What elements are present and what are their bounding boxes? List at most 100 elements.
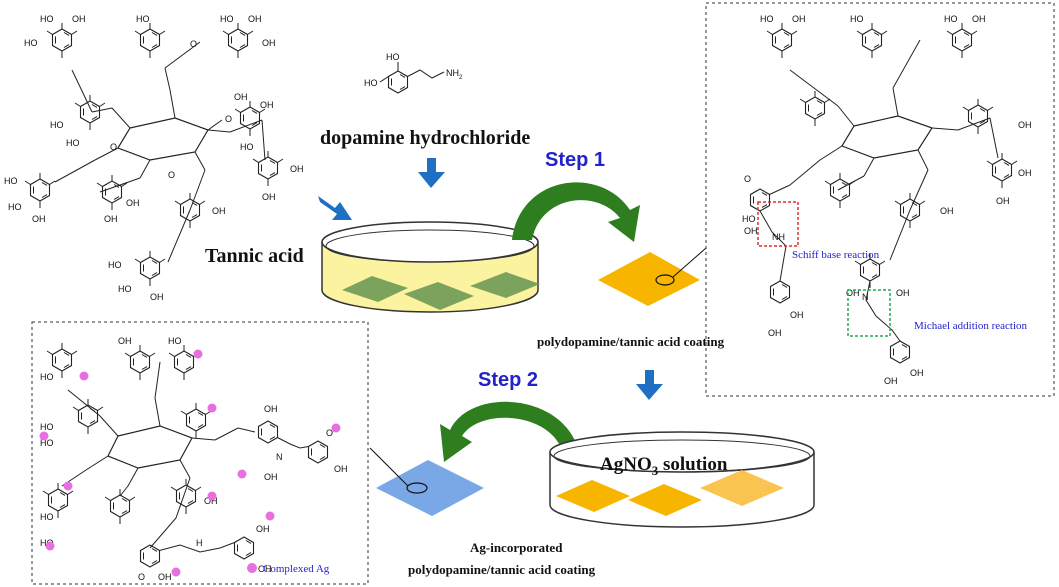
agno3-solution-label: AgNO3 solution — [600, 454, 728, 478]
atom-label: N — [276, 452, 283, 462]
atom-label: HO — [168, 336, 182, 346]
michael-addition-box — [847, 289, 891, 337]
green-sheet — [404, 282, 474, 310]
atom-label: OH — [290, 164, 304, 174]
atom-label: HO — [136, 14, 150, 24]
green-curved-arrow-step2 — [440, 401, 578, 462]
coated-sheet-orange — [598, 247, 707, 306]
atom-label: H — [196, 538, 203, 548]
atom-label: OH — [260, 100, 274, 110]
atom-label: HO — [40, 372, 54, 382]
ag-complex-structure: N H HO HO HO OH HO OH OH O OH HO HO OH O… — [40, 336, 348, 582]
atom-label: HO — [8, 202, 22, 212]
tannic-acid-structure: O O O O HO OH HO HO HO OH OH HO HO OH OH… — [4, 14, 304, 302]
atom-label: HO — [40, 422, 54, 432]
atom-label: OH — [884, 376, 898, 386]
atom-label: HO — [364, 78, 378, 88]
atom-label: HO — [944, 14, 958, 24]
ag-complex-box — [31, 321, 369, 585]
atom-label: HO — [240, 142, 254, 152]
atom-label: HO — [40, 14, 54, 24]
atom-label: O — [168, 170, 175, 180]
orange-sheet — [700, 470, 784, 506]
atom-label: OH — [1018, 168, 1032, 178]
atom-label: OH — [262, 38, 276, 48]
green-curved-arrow-step1 — [512, 182, 640, 242]
atom-label: HO — [4, 176, 18, 186]
dopamine-label: dopamine hydrochloride — [320, 127, 530, 149]
atom-label: OH — [72, 14, 86, 24]
atom-label: HO — [760, 14, 774, 24]
atom-label: OH — [768, 328, 782, 338]
atom-label: HO — [850, 14, 864, 24]
atom-label: OH — [104, 214, 118, 224]
atom-label: HO — [66, 138, 80, 148]
coating2-label-line2: polydopamine/tannic acid coating — [408, 562, 596, 577]
schiff-base-label: Schiff base reaction — [792, 249, 880, 261]
orange-sheet — [628, 484, 702, 516]
complexed-ag-label: Complexed Ag — [263, 563, 330, 575]
atom-label: OH — [334, 464, 348, 474]
atom-label: OH — [940, 206, 954, 216]
atom-label: OH — [264, 472, 278, 482]
atom-label: HO — [50, 120, 64, 130]
atom-label: NH2 — [446, 68, 463, 81]
blue-arrow-down-dopamine — [418, 158, 445, 188]
michael-addition-label: Michael addition reaction — [914, 320, 1028, 332]
atom-label: OH — [118, 336, 132, 346]
blue-arrow-down-step2 — [636, 370, 663, 400]
schiff-base-box — [757, 201, 799, 247]
atom-label: OH — [256, 524, 270, 534]
atom-label: OH — [204, 496, 218, 506]
atom-label: OH — [1018, 120, 1032, 130]
atom-label: OH — [896, 288, 910, 298]
step1-label: Step 1 — [545, 149, 605, 171]
dopamine-structure: HO HO NH2 — [364, 52, 463, 94]
atom-label: OH — [910, 368, 924, 378]
atom-label: OH — [248, 14, 262, 24]
atom-label: OH — [32, 214, 46, 224]
atom-label: O — [110, 142, 117, 152]
atom-label: NH — [772, 232, 785, 242]
atom-label: OH — [846, 288, 860, 298]
atom-label: OH — [792, 14, 806, 24]
atom-label: HO — [386, 52, 400, 62]
atom-label: OH — [264, 404, 278, 414]
atom-label: HO — [24, 38, 38, 48]
atom-label: O — [190, 39, 197, 49]
atom-label: OH — [744, 226, 758, 236]
atom-label: OH — [262, 192, 276, 202]
atom-label: OH — [234, 92, 248, 102]
orange-sheet — [556, 480, 630, 512]
atom-label: OH — [158, 572, 172, 582]
atom-label: OH — [150, 292, 164, 302]
atom-label: HO — [40, 512, 54, 522]
tannic-acid-label: Tannic acid — [205, 245, 304, 267]
atom-label: OH — [972, 14, 986, 24]
petri-dish-agno3 — [549, 431, 815, 528]
atom-label: OH — [996, 196, 1010, 206]
atom-label: HO — [118, 284, 132, 294]
green-sheet — [342, 276, 408, 302]
atom-label: HO — [108, 260, 122, 270]
atom-label: HO — [40, 438, 54, 448]
atom-label: OH — [258, 564, 272, 574]
green-sheet — [470, 272, 540, 298]
coated-sheet-blue — [369, 447, 484, 516]
atom-label: OH — [212, 206, 226, 216]
ag-legend-dot — [247, 563, 257, 573]
atom-label: O — [225, 114, 232, 124]
atom-label: O — [744, 174, 751, 184]
atom-label: OH — [790, 310, 804, 320]
atom-label: HO — [742, 214, 756, 224]
ag-dots — [39, 349, 341, 577]
coating1-label: polydopamine/tannic acid coating — [537, 334, 725, 349]
atom-label: N — [862, 292, 869, 302]
atom-label: O — [138, 572, 145, 582]
petri-dish-tannic-dopamine — [321, 221, 540, 313]
atom-label: O — [326, 428, 333, 438]
atom-label: HO — [220, 14, 234, 24]
blue-arrow-diagonal-tannic — [318, 196, 352, 220]
